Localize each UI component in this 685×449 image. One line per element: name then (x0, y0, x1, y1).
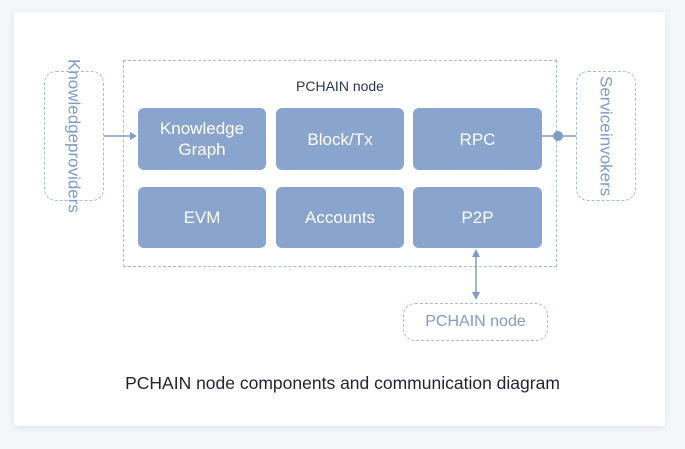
service-invokers-line1: Service (596, 76, 616, 133)
peer-node-box: PCHAIN node (403, 303, 548, 341)
p2p-arrow-head-up (472, 249, 480, 257)
component-p2p-label: P2P (461, 208, 494, 227)
component-rpc: RPC (413, 108, 542, 170)
component-evm: EVM (138, 187, 266, 248)
component-knowledge-graph: Knowledge Graph (138, 108, 266, 170)
component-knowledge-graph-label: Knowledge Graph (159, 119, 245, 159)
component-accounts: Accounts (276, 187, 404, 248)
knowledge-providers-line2: providers (64, 143, 84, 214)
component-p2p: P2P (413, 187, 542, 248)
providers-arrow-head (130, 132, 137, 140)
component-rpc-label: RPC (459, 129, 496, 149)
component-block-tx-label: Block/Tx (307, 129, 373, 149)
knowledge-providers-line1: Knowledge (64, 58, 84, 144)
service-invokers-box (576, 71, 636, 201)
pchain-node-title: PCHAIN node (296, 78, 384, 94)
peer-node-label: PCHAIN node (425, 313, 526, 330)
diagram-caption: PCHAIN node components and communication… (125, 373, 560, 393)
rpc-connector-dot (553, 131, 563, 141)
component-accounts-label: Accounts (305, 208, 375, 227)
p2p-arrow-head-down (472, 292, 480, 300)
service-invokers-line2: invokers (596, 132, 616, 196)
knowledge-providers-label: Knowledge providers (52, 59, 96, 213)
service-invokers-label: Service invokers (584, 76, 628, 196)
component-evm-label: EVM (183, 208, 221, 227)
knowledge-providers-box (44, 71, 104, 201)
component-block-tx: Block/Tx (276, 108, 404, 170)
pchain-node-container (123, 60, 557, 267)
